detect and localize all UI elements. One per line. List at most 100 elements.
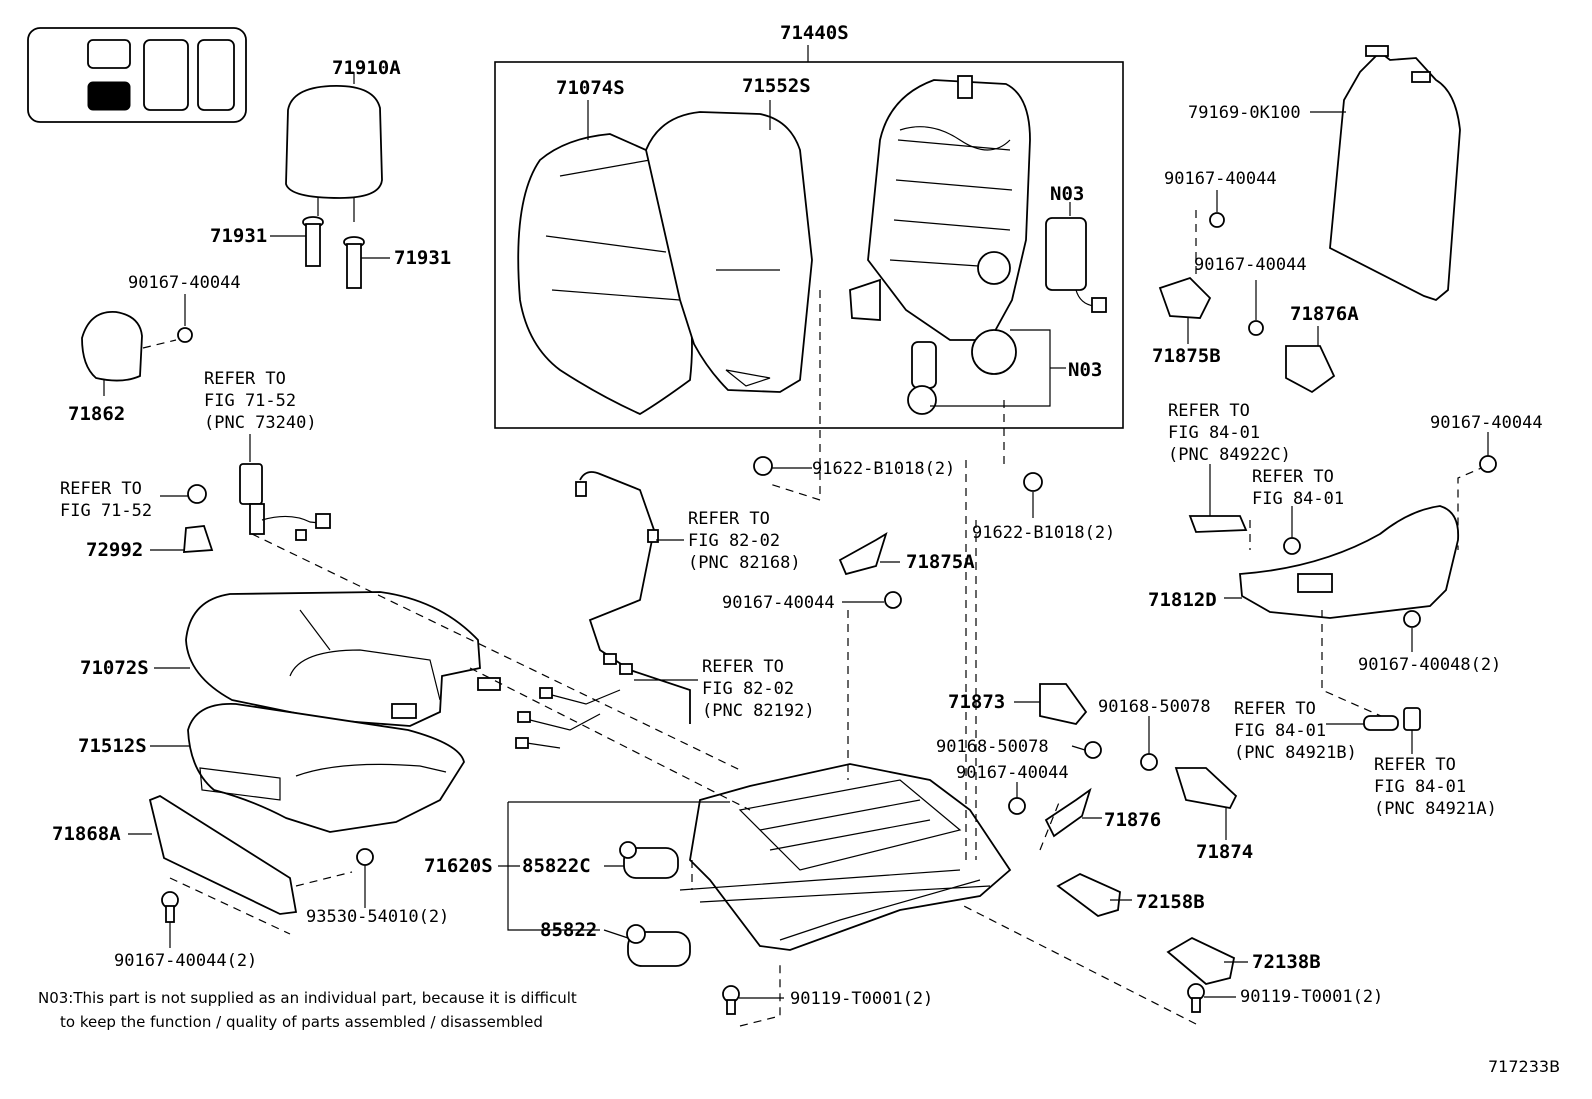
clip-93530-icon	[356, 848, 374, 908]
svg-text:FIG 84-01: FIG 84-01	[1234, 721, 1326, 741]
headrest-guide-left-icon	[270, 216, 324, 267]
bracket-71875B-icon	[1158, 276, 1212, 344]
label-85822C: 85822C	[522, 855, 591, 877]
footnote-line-1: N03:This part is not supplied as an indi…	[38, 989, 577, 1007]
svg-text:REFER TO: REFER TO	[1168, 401, 1250, 421]
svg-text:FIG 82-02: FIG 82-02	[688, 531, 780, 551]
label-72992: 72992	[86, 539, 143, 561]
label-85822: 85822	[540, 919, 597, 941]
ref-fig-82-02-pnc-82192: REFER TO FIG 82-02 (PNC 82192)	[702, 657, 815, 721]
label-90119-T0001-a: 90119-T0001(2)	[790, 989, 933, 1009]
bracket-71874-icon	[1174, 767, 1238, 840]
seatback-frame-icon	[849, 75, 1031, 341]
svg-text:FIG 82-02: FIG 82-02	[702, 679, 794, 699]
label-71876A: 71876A	[1290, 303, 1359, 325]
footnote-line-2: to keep the function / quality of parts …	[60, 1013, 543, 1031]
label-91622-B1018-b: 91622-B1018(2)	[972, 523, 1115, 543]
seatback-board-icon	[1310, 45, 1461, 302]
label-71875B: 71875B	[1152, 345, 1221, 367]
n03-recliner-icon	[907, 329, 1066, 415]
svg-text:REFER TO: REFER TO	[60, 479, 142, 499]
svg-text:REFER TO: REFER TO	[688, 509, 770, 529]
label-71072S: 71072S	[80, 657, 149, 679]
label-90167-40044-d: 90167-40044	[722, 593, 835, 613]
label-72138B: 72138B	[1252, 951, 1321, 973]
label-71074S: 71074S	[556, 77, 625, 99]
motor-85822-icon	[603, 924, 691, 967]
reference-labels: REFER TO FIG 71-52 (PNC 73240) REFER TO …	[60, 369, 1497, 819]
label-93530-54010: 93530-54010(2)	[306, 907, 449, 927]
svg-text:FIG 84-01: FIG 84-01	[1374, 777, 1466, 797]
svg-text:REFER TO: REFER TO	[702, 657, 784, 677]
svg-text:FIG 71-52: FIG 71-52	[60, 501, 152, 521]
bracket-71873-icon	[965, 460, 1088, 860]
headrest-icon	[285, 72, 383, 222]
bolt-right-top-icon	[1195, 190, 1225, 280]
label-71620S: 71620S	[424, 855, 493, 877]
ref-fig-84-01-pnc-84921b: REFER TO FIG 84-01 (PNC 84921B)	[1234, 699, 1357, 763]
side-cover-71868A-icon	[128, 794, 353, 935]
label-71876: 71876	[1104, 809, 1161, 831]
knob-84921A-icon	[1403, 707, 1421, 754]
svg-text:(PNC 82168): (PNC 82168)	[688, 553, 801, 573]
svg-text:(PNC 73240): (PNC 73240)	[204, 413, 317, 433]
diagram-id: 717233B	[1488, 1057, 1560, 1076]
label-90167-40044-a: 90167-40044	[128, 273, 241, 293]
seatback-pad-icon	[645, 100, 813, 393]
label-90168-50078-a: 90168-50078	[1098, 697, 1211, 717]
svg-text:(PNC 84922C): (PNC 84922C)	[1168, 445, 1291, 465]
svg-text:FIG 84-01: FIG 84-01	[1168, 423, 1260, 443]
svg-text:(PNC 84921B): (PNC 84921B)	[1234, 743, 1357, 763]
label-72158B: 72158B	[1136, 891, 1205, 913]
label-n03-a: N03	[1050, 183, 1084, 205]
n03-module-icon	[1045, 202, 1107, 313]
ref-fig-82-02-pnc-82168: REFER TO FIG 82-02 (PNC 82168)	[688, 509, 801, 573]
svg-text:(PNC 82192): (PNC 82192)	[702, 701, 815, 721]
cover-72992-icon	[150, 525, 214, 553]
label-71910A: 71910A	[332, 57, 401, 79]
label-71931-b: 71931	[394, 247, 451, 269]
switch-84922C-icon	[1188, 464, 1248, 533]
bolt-90119-left-icon	[722, 960, 784, 1027]
bracket-71876A-icon	[1285, 326, 1336, 394]
label-71874: 71874	[1196, 841, 1253, 863]
label-71440S: 71440S	[780, 22, 849, 44]
label-71875A: 71875A	[906, 551, 975, 573]
svg-text:FIG 84-01: FIG 84-01	[1252, 489, 1344, 509]
bracket-71875A-icon	[838, 532, 900, 576]
bolt-84-01-icon	[1283, 506, 1301, 555]
ref-fig-71-52: REFER TO FIG 71-52	[60, 479, 152, 521]
svg-text:REFER TO: REFER TO	[1234, 699, 1316, 719]
assembly-lines	[251, 520, 1251, 890]
ref-fig-84-01: REFER TO FIG 84-01	[1252, 467, 1344, 509]
bolt-90167-mid-icon	[1008, 782, 1026, 815]
headrest-guide-right-icon	[343, 236, 390, 289]
label-90167-40044-e: 90167-40044	[956, 763, 1069, 783]
svg-text:REFER TO: REFER TO	[204, 369, 286, 389]
cover-72138B-icon	[1166, 936, 1248, 985]
seat-position-key-icon	[27, 27, 247, 123]
label-79169-0K100: 79169-0K100	[1188, 103, 1301, 123]
svg-text:FIG 71-52: FIG 71-52	[204, 391, 296, 411]
bolt-91622-right-icon	[1003, 400, 1043, 518]
svg-text:(PNC 84921A): (PNC 84921A)	[1374, 799, 1497, 819]
label-n03-b: N03	[1068, 359, 1102, 381]
label-90168-50078-b: 90168-50078	[936, 737, 1049, 757]
seat-adjuster-icon	[498, 763, 1012, 951]
label-90167-40044-f: 90167-40044	[1430, 413, 1543, 433]
part-labels: 71440S 71910A 71931 71931 90167-40044 71…	[52, 22, 1543, 1009]
bolt-90167-right-icon	[1479, 432, 1497, 473]
ref-fig-71-52-pnc-73240: REFER TO FIG 71-52 (PNC 73240)	[204, 369, 317, 433]
cushion-cover-icon	[154, 591, 501, 727]
label-91622-B1018-a: 91622-B1018(2)	[812, 459, 955, 479]
label-90167-40044-c: 90167-40044	[1194, 255, 1307, 275]
label-71812D: 71812D	[1148, 589, 1217, 611]
cushion-pad-icon	[150, 703, 465, 833]
bolt-90119-right-icon	[959, 903, 1236, 1025]
knob-84921B-icon	[1326, 715, 1399, 731]
ref-fig-84-01-pnc-84922c: REFER TO FIG 84-01 (PNC 84922C)	[1168, 401, 1291, 465]
label-90167-40048: 90167-40048(2)	[1358, 655, 1501, 675]
nut-ref-71-52-icon	[160, 484, 207, 504]
label-71552S: 71552S	[742, 75, 811, 97]
